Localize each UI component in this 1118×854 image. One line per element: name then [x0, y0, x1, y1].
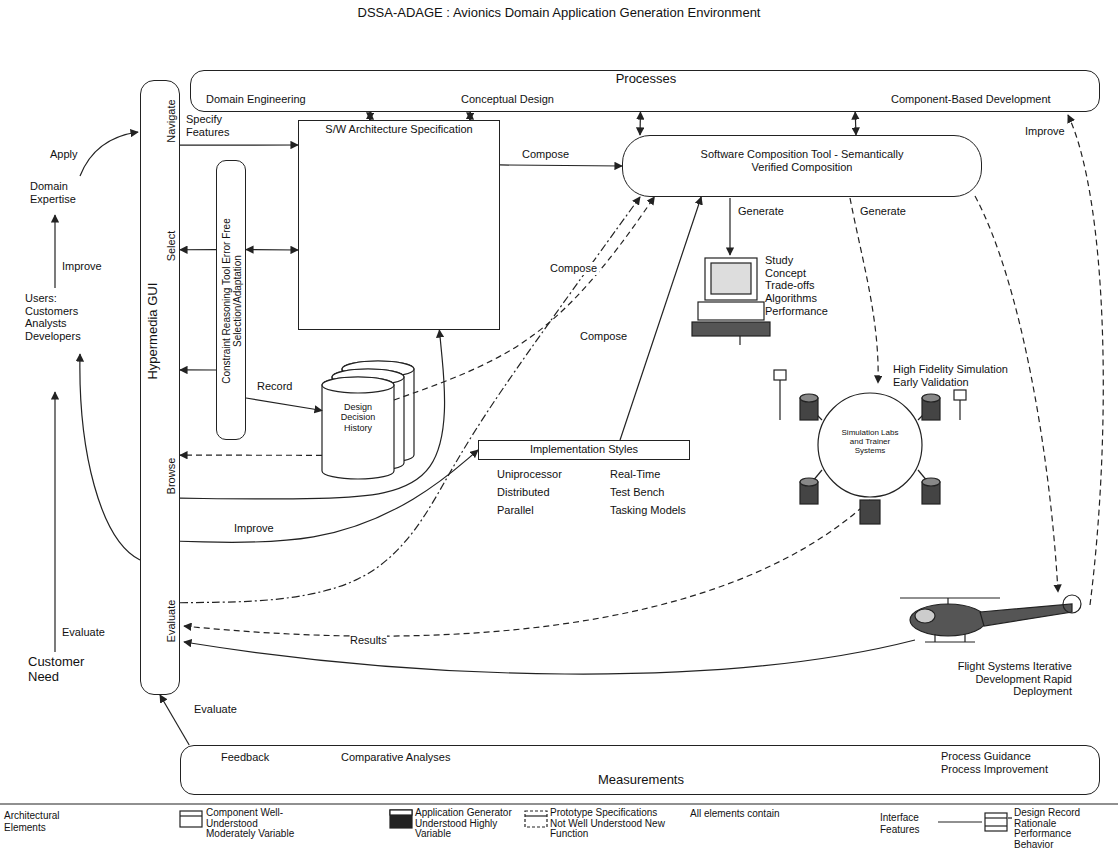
improve-arrow: [54, 215, 55, 288]
legend-text: Design Record Rationale Performance Beha…: [1014, 808, 1086, 850]
edge-label: Record: [255, 380, 294, 393]
history-database: Design Decision History: [322, 400, 394, 470]
node-text: Feedback: [221, 751, 269, 764]
connector-arrow: [469, 112, 471, 120]
text-label: Apply: [50, 148, 78, 161]
flight-arrow: [975, 196, 1058, 592]
node-text: Evaluate: [165, 581, 177, 661]
legend-text: Prototype Specifications Not Well Unders…: [550, 808, 670, 840]
results-arrow: [184, 500, 870, 636]
node-text: Conceptual Design: [461, 93, 554, 106]
legend-rule: [0, 803, 1118, 804]
text-label: High Fidelity Simulation Early Validatio…: [893, 363, 1028, 388]
improve-arrow: [1068, 115, 1103, 605]
connector-arrow: [369, 112, 370, 120]
edge-label: Compose: [520, 148, 571, 161]
text-label: Simulation Labs and Trainer Systems: [835, 428, 905, 456]
text-label: Interface Features: [880, 812, 935, 835]
edge-label: Compose: [578, 330, 629, 343]
node-text: Hypermedia GUI: [146, 231, 160, 431]
node-text: Comparative Analyses: [341, 751, 450, 764]
edge-label: Improve: [232, 522, 276, 535]
connector-arrow: [180, 369, 216, 370]
workstation-picture: [692, 258, 770, 345]
simulation-picture: [774, 370, 966, 524]
text-label: Uniprocessor: [497, 468, 562, 481]
text-label: Tasking Models: [610, 504, 686, 517]
need-arrow: [54, 392, 55, 652]
gui-band: Hypermedia GUI NavigateSelectBrowseEvalua…: [140, 80, 180, 695]
styles-box: Implementation Styles: [478, 440, 690, 460]
text-label: Improve: [1025, 125, 1065, 138]
node-text: Constraint Reasoning Tool Error Free Sel…: [221, 217, 243, 385]
text-label: Parallel: [497, 504, 534, 517]
process-band: ProcessesDomain Engineering Conceptual De…: [190, 70, 1100, 112]
connector-arrow: [180, 450, 478, 542]
node-text: S/W Architecture Specification: [299, 121, 499, 138]
connector-arrow: [180, 144, 298, 145]
developer-arrow: [80, 354, 140, 560]
text-label: Improve: [62, 260, 102, 273]
node-text: Domain Engineering: [206, 93, 306, 106]
text-label: Customer Need: [28, 655, 100, 685]
diagram-title: DSSA-ADAGE : Avionics Domain Application…: [0, 6, 1118, 21]
legend-text: Application Generator Understood Highly …: [415, 808, 515, 840]
node-text: Select: [165, 206, 177, 286]
connector-arrow: [180, 249, 216, 250]
text-label: All elements contain: [690, 808, 780, 820]
text-label: Results: [350, 634, 387, 647]
database-cylinders: [322, 361, 414, 479]
text-label: Flight Systems Iterative Development Rap…: [950, 660, 1072, 698]
node-text: Measurements: [181, 773, 1101, 788]
composition-tool: Software Composition Tool - Semantically…: [622, 135, 982, 197]
text-label: Architectural Elements: [4, 810, 84, 833]
text-label: Users: Customers Analysts Developers: [25, 292, 95, 343]
edge-label: Specify Features: [184, 113, 238, 138]
results-arrow: [184, 640, 915, 674]
connector-arrow: [246, 249, 298, 251]
node-text: Implementation Styles: [479, 441, 689, 458]
node-text: Processes: [191, 72, 1101, 87]
generate-arrow: [729, 198, 730, 255]
edge-label: Evaluate: [192, 703, 239, 716]
connector-arrow: [855, 112, 857, 135]
node-text: Design Decision History: [322, 400, 394, 435]
architecture-box: S/W Architecture Specification: [298, 120, 500, 330]
text-label: Domain Expertise: [30, 180, 90, 205]
text-label: Generate: [738, 205, 784, 218]
connector-arrow: [500, 165, 622, 166]
connectors: [160, 112, 856, 745]
text-label: Test Bench: [610, 486, 664, 499]
legend-text: Component Well-Understood Moderately Var…: [206, 808, 306, 840]
text-label: Real-Time: [610, 468, 660, 481]
node-text: Component-Based Development: [891, 93, 1051, 106]
connector-arrow: [160, 695, 189, 745]
measurement-band: Feedback Comparative AnalysesMeasurements…: [180, 745, 1100, 795]
text-label: Evaluate: [62, 626, 105, 639]
tool-band: Constraint Reasoning Tool Error Free Sel…: [216, 160, 246, 440]
connector-arrow: [246, 398, 322, 411]
node-text: Process Guidance Process Improvement: [941, 750, 1056, 775]
text-label: Distributed: [497, 486, 550, 499]
connector-arrow: [180, 455, 322, 456]
text-label: Study Concept Trade-offs Algorithms Perf…: [765, 254, 835, 317]
connector-arrow: [639, 112, 641, 135]
apply-arrow: [80, 132, 138, 176]
connector-arrow: [620, 197, 701, 440]
node-text: Browse: [165, 436, 177, 516]
node-text: Software Composition Tool - Semantically…: [623, 136, 981, 185]
generate-arrow: [850, 198, 878, 383]
node-text: Navigate: [165, 81, 177, 161]
edge-label: Compose: [548, 262, 599, 275]
helicopter-picture: [900, 595, 1081, 642]
text-label: Generate: [860, 205, 906, 218]
